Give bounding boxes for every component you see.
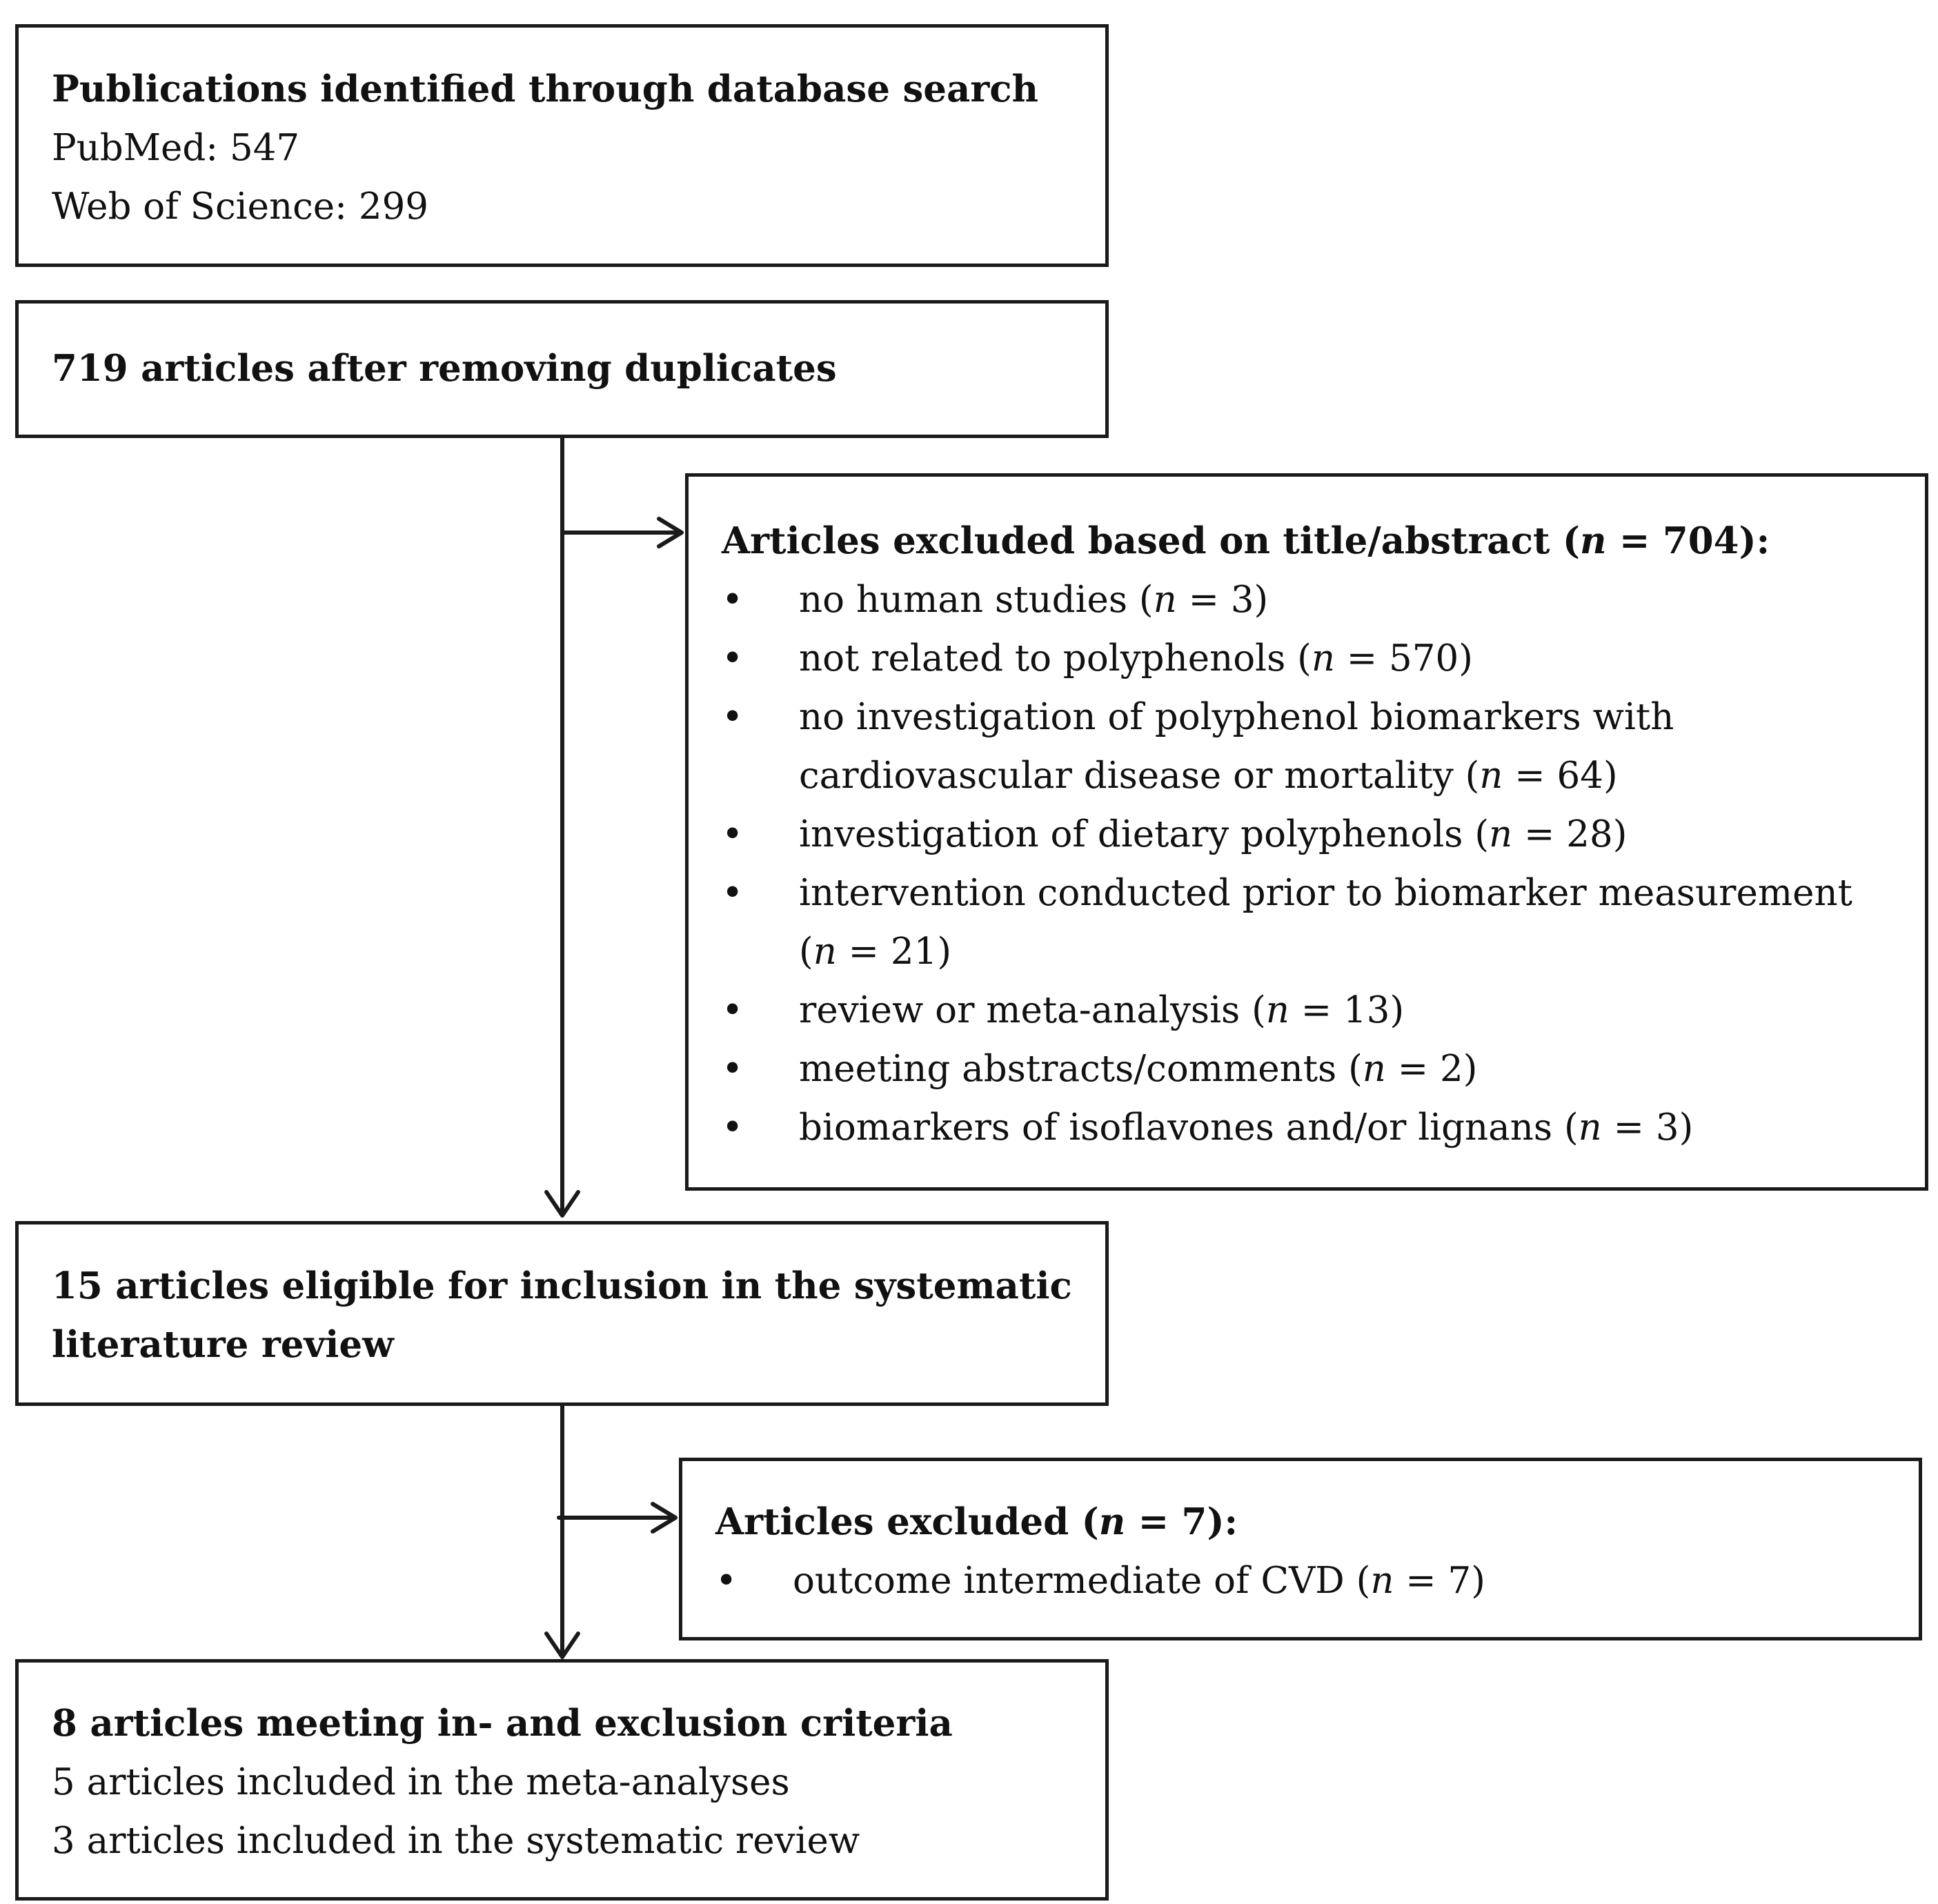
eligible-box-title: 15 articles eligible for inclusion in th… [52,1265,1072,1307]
arrowhead-eligible [544,1190,580,1218]
duplicates-removed-box: 719 articles after removing duplicates [15,300,1109,438]
bullet-icon: • [722,696,744,738]
exclusion-reason-item: intervention conducted prior to biomarke… [799,872,1852,914]
exclusion-reason-item: outcome intermediate of CVD (n = 7) [793,1560,1485,1602]
exclusion-reason-item: meeting abstracts/comments (n = 2) [799,1048,1478,1090]
exclusion-reason-item: no investigation of polyphenol biomarker… [799,696,1674,738]
final-box-title: 8 articles meeting in- and exclusion cri… [52,1702,953,1745]
arrowhead-excluded1 [657,517,684,548]
excluded-outcome-box: Articles excluded (n = 7): • outcome int… [679,1458,1922,1640]
exclusion-reason-item: investigation of dietary polyphenols (n … [799,813,1628,855]
exclusion-reason-item: not related to polyphenols (n = 570) [799,637,1473,680]
bullet-icon: • [722,579,744,621]
eligible-box-title-continued: literature review [52,1323,394,1366]
bullet-icon: • [715,1560,738,1602]
duplicates-box-title: 719 articles after removing duplicates [52,347,837,390]
exclusion-reason-item-continued: cardiovascular disease or mortality (n =… [799,755,1618,797]
excluded-title-abstract-box: Articles excluded based on title/abstrac… [685,473,1928,1191]
final-included-box: 8 articles meeting in- and exclusion cri… [15,1659,1109,1901]
bullet-icon: • [722,813,744,855]
search-box-title: Publications identified through database… [52,68,1039,110]
bullet-icon: • [722,637,744,680]
arrowhead-excluded2 [651,1502,678,1534]
search-results-box: Publications identified through database… [15,24,1109,267]
bullet-icon: • [722,1048,744,1090]
exclusion-reason-item: biomarkers of isoflavones and/or lignans… [799,1107,1694,1149]
pubmed-count: PubMed: 547 [52,127,300,169]
exclusion-reason-item-continued: (n = 21) [799,931,952,973]
meta-analyses-count: 5 articles included in the meta-analyses [52,1761,790,1803]
arrowhead-final [544,1632,580,1659]
web-of-science-count: Web of Science: 299 [52,186,429,228]
bullet-icon: • [722,1107,744,1149]
excluded2-title: Articles excluded (n = 7): [715,1500,1238,1543]
eligible-articles-box: 15 articles eligible for inclusion in th… [15,1221,1109,1406]
exclusion-reason-item: no human studies (n = 3) [799,579,1269,621]
exclusion-reason-item: review or meta-analysis (n = 13) [799,989,1405,1031]
systematic-review-count: 3 articles included in the systematic re… [52,1820,860,1862]
bullet-icon: • [722,872,744,914]
bullet-icon: • [722,989,744,1031]
excluded1-title: Articles excluded based on title/abstrac… [722,519,1770,562]
